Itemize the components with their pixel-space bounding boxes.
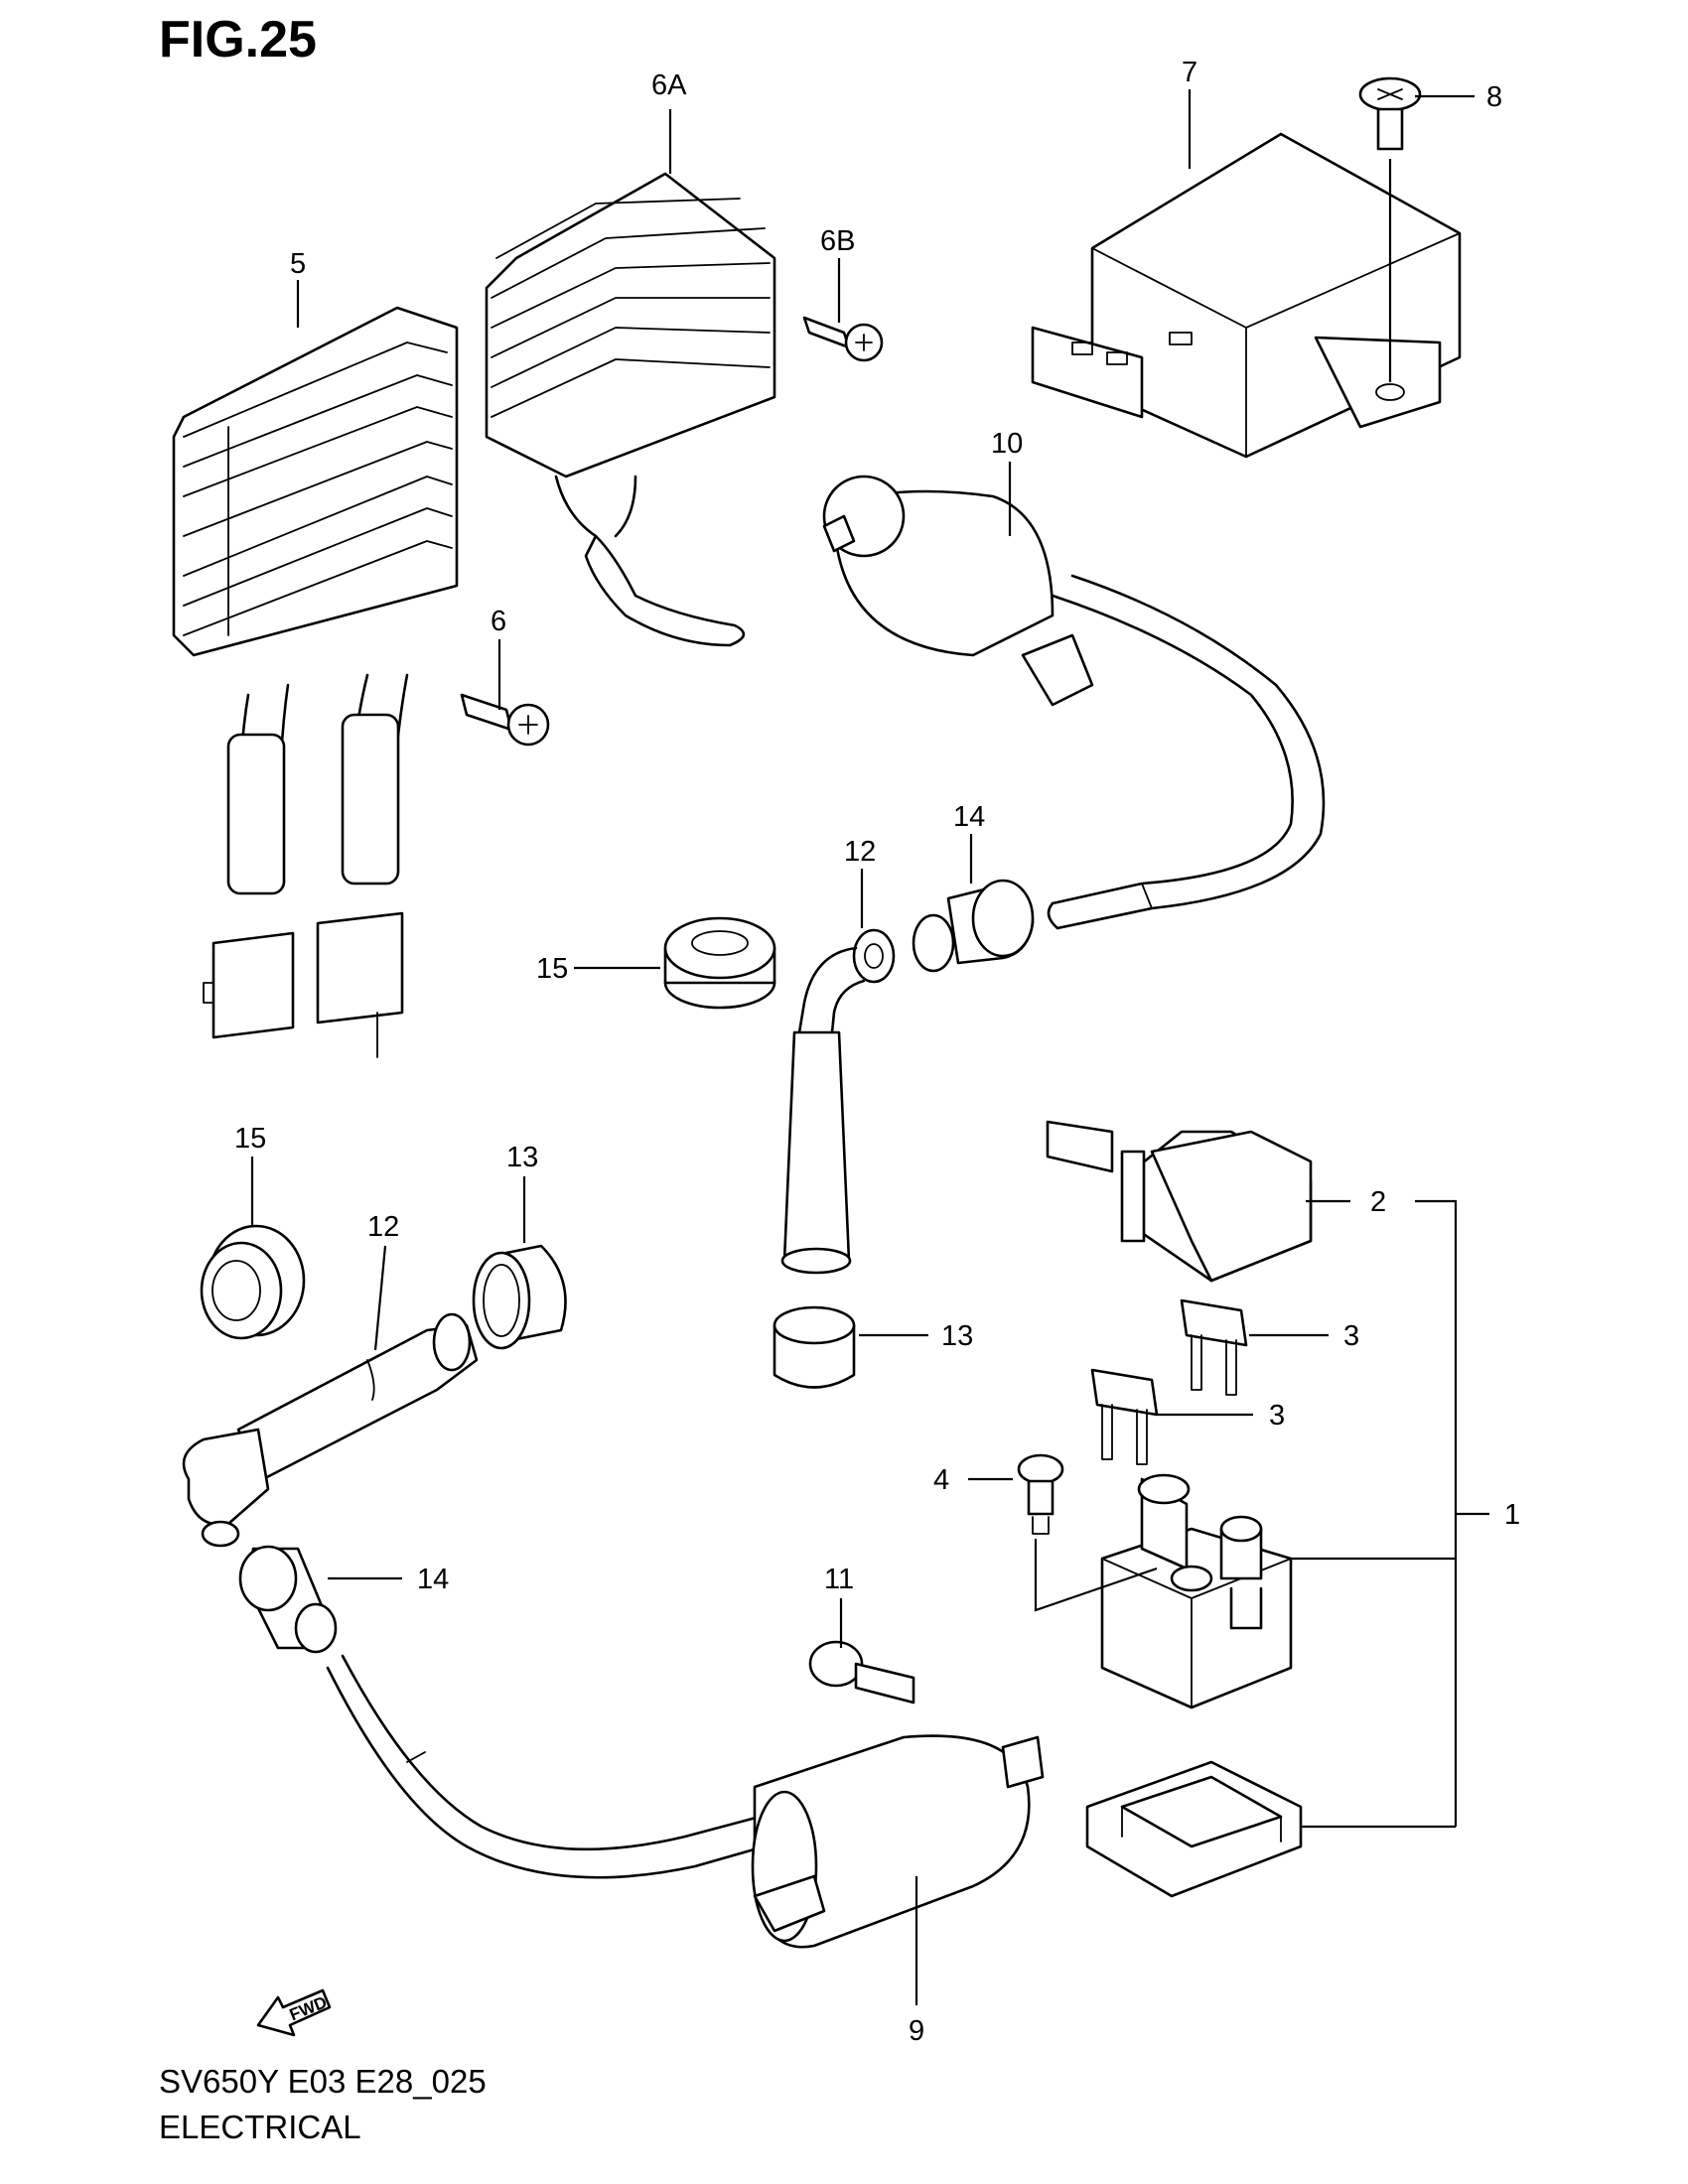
part-13-cap-lower <box>472 1244 567 1350</box>
callout-6: 6 <box>491 606 506 637</box>
callout-15-upper: 15 <box>536 953 568 985</box>
figure-name: ELECTRICAL <box>159 2109 361 2145</box>
part-11-bolt <box>808 1640 915 1705</box>
callout-11: 11 <box>824 1564 854 1595</box>
fwd-arrow-icon: FWD <box>256 1988 332 2037</box>
part-10-ignition-coil <box>822 475 1326 930</box>
part-12-plug-cap-upper <box>780 928 896 1275</box>
callout-6a: 6A <box>651 69 687 101</box>
figure-title: FIG.25 <box>159 11 317 68</box>
callout-13-upper: 13 <box>941 1320 973 1352</box>
figure-code: SV650Y E03 E28_025 <box>159 2063 487 2100</box>
part-1-starter-relay <box>1100 1473 1293 1709</box>
part-1-relay-boot <box>1085 1760 1303 1898</box>
leader-lines <box>250 89 1489 2005</box>
part-9-ignition-coil <box>326 1654 1045 1949</box>
callout-12-lower: 12 <box>367 1211 399 1243</box>
part-15-grommet-lower <box>200 1224 306 1340</box>
callout-5: 5 <box>290 248 306 280</box>
part-15-grommet-upper <box>663 916 776 1010</box>
part-3-fuse-a <box>1180 1298 1248 1396</box>
callout-9: 9 <box>909 2015 924 2047</box>
part-6a-regulator <box>485 172 776 647</box>
callout-labels: 5 6 6A 6B 7 8 10 14 12 15 13 15 13 12 14… <box>234 57 1520 2047</box>
callout-8: 8 <box>1486 81 1502 113</box>
callout-14-upper: 14 <box>953 801 985 833</box>
callout-2: 2 <box>1370 1186 1386 1218</box>
callout-3b: 3 <box>1269 1400 1285 1432</box>
part-13-cap-upper <box>773 1305 856 1389</box>
part-14-boot-upper <box>912 879 1035 973</box>
callout-1: 1 <box>1504 1499 1520 1531</box>
callout-3a: 3 <box>1343 1320 1359 1352</box>
part-2-cover <box>1046 1120 1313 1283</box>
part-14-boot-lower <box>238 1545 338 1654</box>
part-6b-bolt <box>802 316 884 362</box>
fwd-label: FWD <box>287 1992 330 2024</box>
part-7-ignitor-unit <box>1031 132 1462 459</box>
callout-10: 10 <box>991 428 1023 460</box>
callout-15-lower: 15 <box>234 1123 266 1155</box>
part-3-fuse-b <box>1090 1368 1159 1465</box>
callout-6b: 6B <box>820 225 855 257</box>
part-5-regulator-rectifier <box>172 306 459 1058</box>
part-6-bolt <box>460 693 550 747</box>
callout-13-lower: 13 <box>506 1142 538 1173</box>
part-8-screw <box>1358 76 1422 151</box>
callout-7: 7 <box>1182 57 1197 88</box>
part-12-plug-cap-lower <box>182 1312 479 1548</box>
callout-14-lower: 14 <box>417 1564 449 1595</box>
callout-12-upper: 12 <box>844 836 876 868</box>
callout-4: 4 <box>933 1464 949 1496</box>
part-4-screw <box>1017 1453 1064 1535</box>
